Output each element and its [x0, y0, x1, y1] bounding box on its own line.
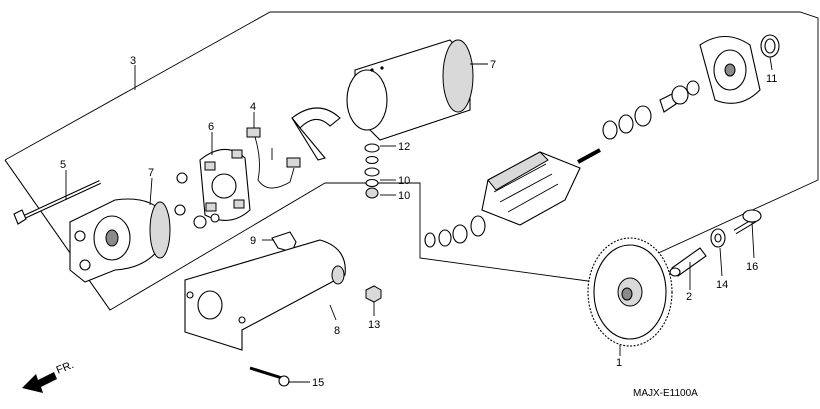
yoke-housing — [346, 39, 474, 141]
callout-2: 2 — [686, 291, 692, 303]
gear-bolt — [733, 209, 762, 235]
front-arrow: FR. — [22, 359, 76, 393]
insulator-ring — [291, 107, 341, 129]
cover-bolt — [249, 366, 290, 387]
callout-14: 14 — [716, 279, 728, 291]
carbon-brushes — [246, 127, 301, 189]
callout-16: 16 — [746, 261, 758, 273]
idle-gear — [587, 237, 673, 347]
callout-15: 15 — [312, 377, 324, 389]
callout-3: 3 — [130, 55, 136, 67]
leader-lines — [65, 56, 773, 383]
callout-7a: 7 — [148, 167, 154, 179]
callout-9: 9 — [250, 235, 256, 247]
callout-10a: 10 — [398, 175, 410, 187]
flange-nut — [365, 285, 382, 303]
part-code: MAJX-E1100A — [633, 388, 698, 399]
callout-4: 4 — [250, 101, 256, 113]
callout-11: 11 — [766, 73, 777, 85]
washer-stack — [364, 143, 380, 199]
armature — [424, 148, 601, 248]
callout-5: 5 — [60, 159, 66, 171]
gear-shaft — [669, 247, 707, 277]
armature-washers — [602, 105, 652, 140]
front-cover-housing — [69, 198, 171, 283]
front-label: FR. — [55, 359, 76, 377]
long-bolt — [13, 180, 101, 225]
callout-1: 1 — [616, 357, 622, 369]
callout-6: 6 — [208, 121, 214, 133]
starter-cover — [184, 239, 346, 351]
rear-bracket — [659, 35, 761, 113]
callout-8: 8 — [334, 325, 340, 337]
callout-10b: 10 — [398, 190, 410, 202]
callout-12: 12 — [398, 141, 410, 153]
brush-holder — [174, 148, 251, 229]
small-bracket — [271, 231, 297, 253]
callout-13: 13 — [368, 319, 380, 331]
callout-7b: 7 — [490, 59, 496, 71]
